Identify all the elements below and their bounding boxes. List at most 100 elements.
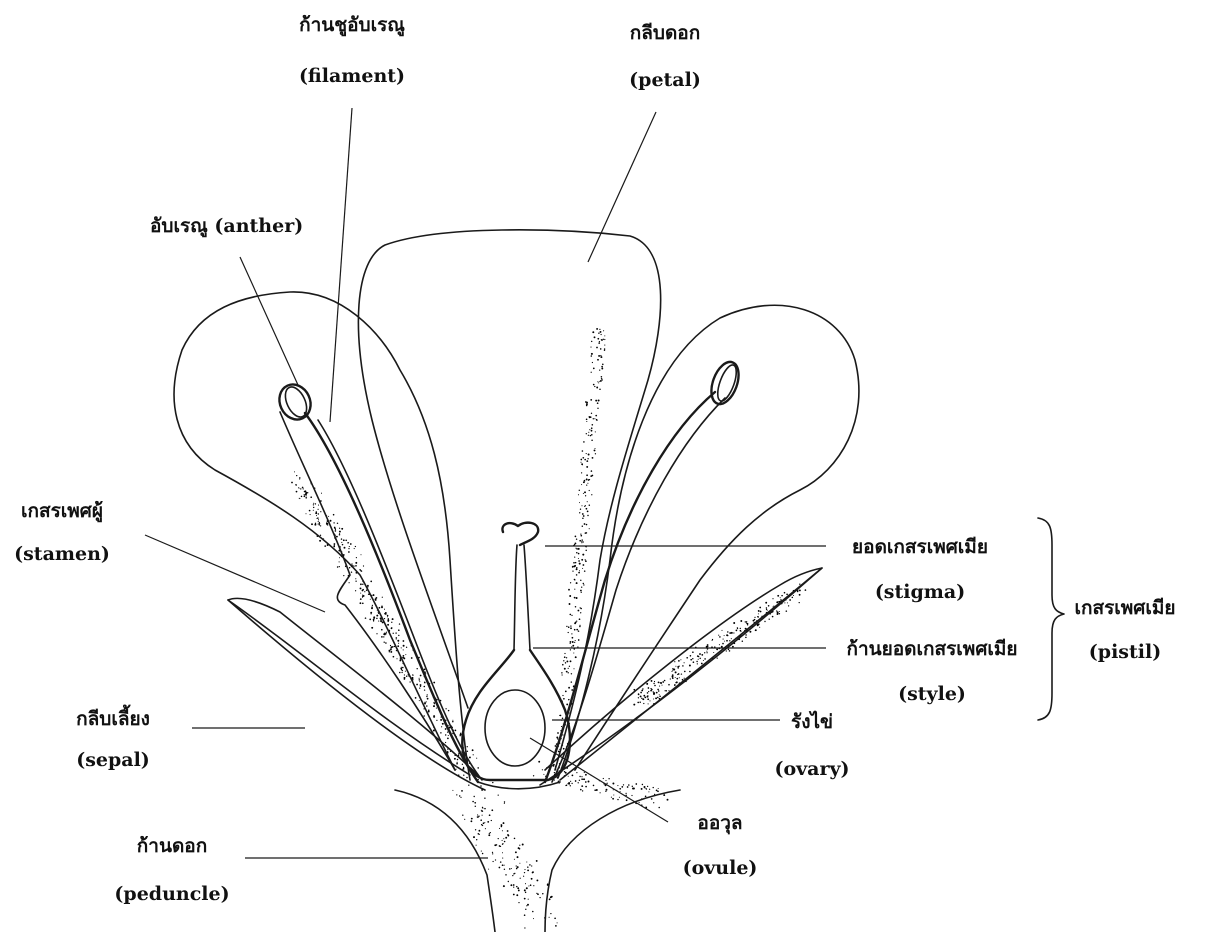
stipple-dot <box>571 783 572 784</box>
stipple-dot <box>514 838 516 840</box>
stipple-dot <box>563 698 565 700</box>
stipple-dot <box>395 632 396 633</box>
stipple-dot <box>742 641 743 642</box>
stipple-dot <box>582 513 584 515</box>
stipple-dot <box>569 614 571 616</box>
stipple-dot <box>504 841 506 843</box>
stipple-dot <box>356 557 357 558</box>
stipple-dot <box>367 585 369 587</box>
stipple-dot <box>462 815 463 816</box>
stipple-dot <box>737 627 738 628</box>
stipple-dot <box>657 697 659 699</box>
stipple-dot <box>306 492 307 493</box>
stipple-dot <box>326 522 327 523</box>
stipple-dot <box>638 693 639 694</box>
stipple-dot <box>423 686 425 688</box>
stipple-dot <box>583 481 585 483</box>
stipple-dot <box>578 553 580 555</box>
anther-label: อับเรณู (anther) <box>150 214 303 238</box>
stipple-dot <box>399 672 401 674</box>
stipple-dot <box>600 356 602 358</box>
stipple-dot <box>571 615 572 616</box>
stipple-dot <box>529 864 531 866</box>
stipple-dot <box>698 659 699 660</box>
stipple-dot <box>642 698 644 700</box>
stipple-dot <box>728 649 730 651</box>
stipple-dot <box>754 617 755 618</box>
stipple-dot <box>539 897 540 898</box>
style-right <box>524 545 530 650</box>
stipple-dot <box>578 572 580 574</box>
stipple-dot <box>640 692 642 694</box>
stipple-dot <box>642 688 643 689</box>
stipple-dot <box>676 678 678 680</box>
stipple-dot <box>388 650 390 652</box>
stipple-dot <box>604 345 605 346</box>
stipple-dot <box>578 558 579 559</box>
stipple-dot <box>461 790 463 792</box>
stipple-dot <box>416 668 417 669</box>
stipple-dot <box>591 470 593 472</box>
stipple-dot <box>426 701 427 702</box>
stipple-dot <box>589 505 590 506</box>
stipple-dot <box>566 626 567 627</box>
stipple-dot <box>433 682 435 684</box>
stipple-dot <box>398 635 399 636</box>
stipple-dot <box>607 783 608 784</box>
stipple-dot <box>572 645 574 647</box>
stipple-dot <box>569 666 570 667</box>
stipple-dot <box>565 772 567 774</box>
peduncle-label-en: (peduncle) <box>114 882 229 906</box>
stipple-dot <box>568 672 569 673</box>
stipple-dot <box>566 660 568 662</box>
stipple-dot <box>582 554 584 556</box>
stipple-dot <box>482 815 483 816</box>
stipple-dot <box>633 788 635 790</box>
stipple-dot <box>399 623 400 624</box>
stipple-dot <box>531 878 533 880</box>
stipple-dot <box>681 673 682 674</box>
stipple-dot <box>570 785 571 786</box>
stipple-dot <box>460 733 461 734</box>
stipple-dot <box>536 860 538 862</box>
stipple-dot <box>457 762 458 763</box>
stipple-dot <box>576 552 577 553</box>
stipple-dot <box>593 418 594 419</box>
stipple-dot <box>339 531 341 533</box>
stipple-dot <box>339 528 340 529</box>
stipple-dot <box>670 678 671 679</box>
stipple-dot <box>525 883 526 884</box>
stipple-dot <box>496 844 498 846</box>
stipple-dot <box>309 510 311 512</box>
stipple-dot <box>706 652 707 653</box>
stipple-dot <box>483 822 485 824</box>
stipple-dot <box>651 689 653 691</box>
stipple-dot <box>577 610 579 612</box>
stipple-dot <box>388 618 389 619</box>
stipple-dot <box>580 459 582 461</box>
stipple-dot <box>339 566 340 567</box>
stipple-dot <box>550 896 552 898</box>
stipple-dot <box>375 598 376 599</box>
stipple-dot <box>600 348 602 350</box>
central-petal <box>358 230 660 770</box>
stipple-dot <box>488 869 489 870</box>
stipple-dot <box>473 836 475 838</box>
stipple-dot <box>527 866 529 868</box>
stipple-dot <box>664 690 665 691</box>
stipple-dot <box>562 664 564 666</box>
stipple-dot <box>391 646 393 648</box>
stipple-dot <box>538 761 540 763</box>
stipple-dot <box>318 524 319 525</box>
stipple-dot <box>597 359 599 361</box>
stipple-dot <box>675 682 677 684</box>
stipple-dot <box>355 590 356 591</box>
stipple-dot <box>584 570 586 572</box>
stipple-dot <box>485 828 486 829</box>
stipple-dot <box>362 602 364 604</box>
stipple-dot <box>561 672 562 673</box>
stipple-dot <box>704 658 706 660</box>
stipple-dot <box>655 697 657 699</box>
stigma-shape <box>502 523 538 545</box>
stipple-dot <box>543 774 544 775</box>
